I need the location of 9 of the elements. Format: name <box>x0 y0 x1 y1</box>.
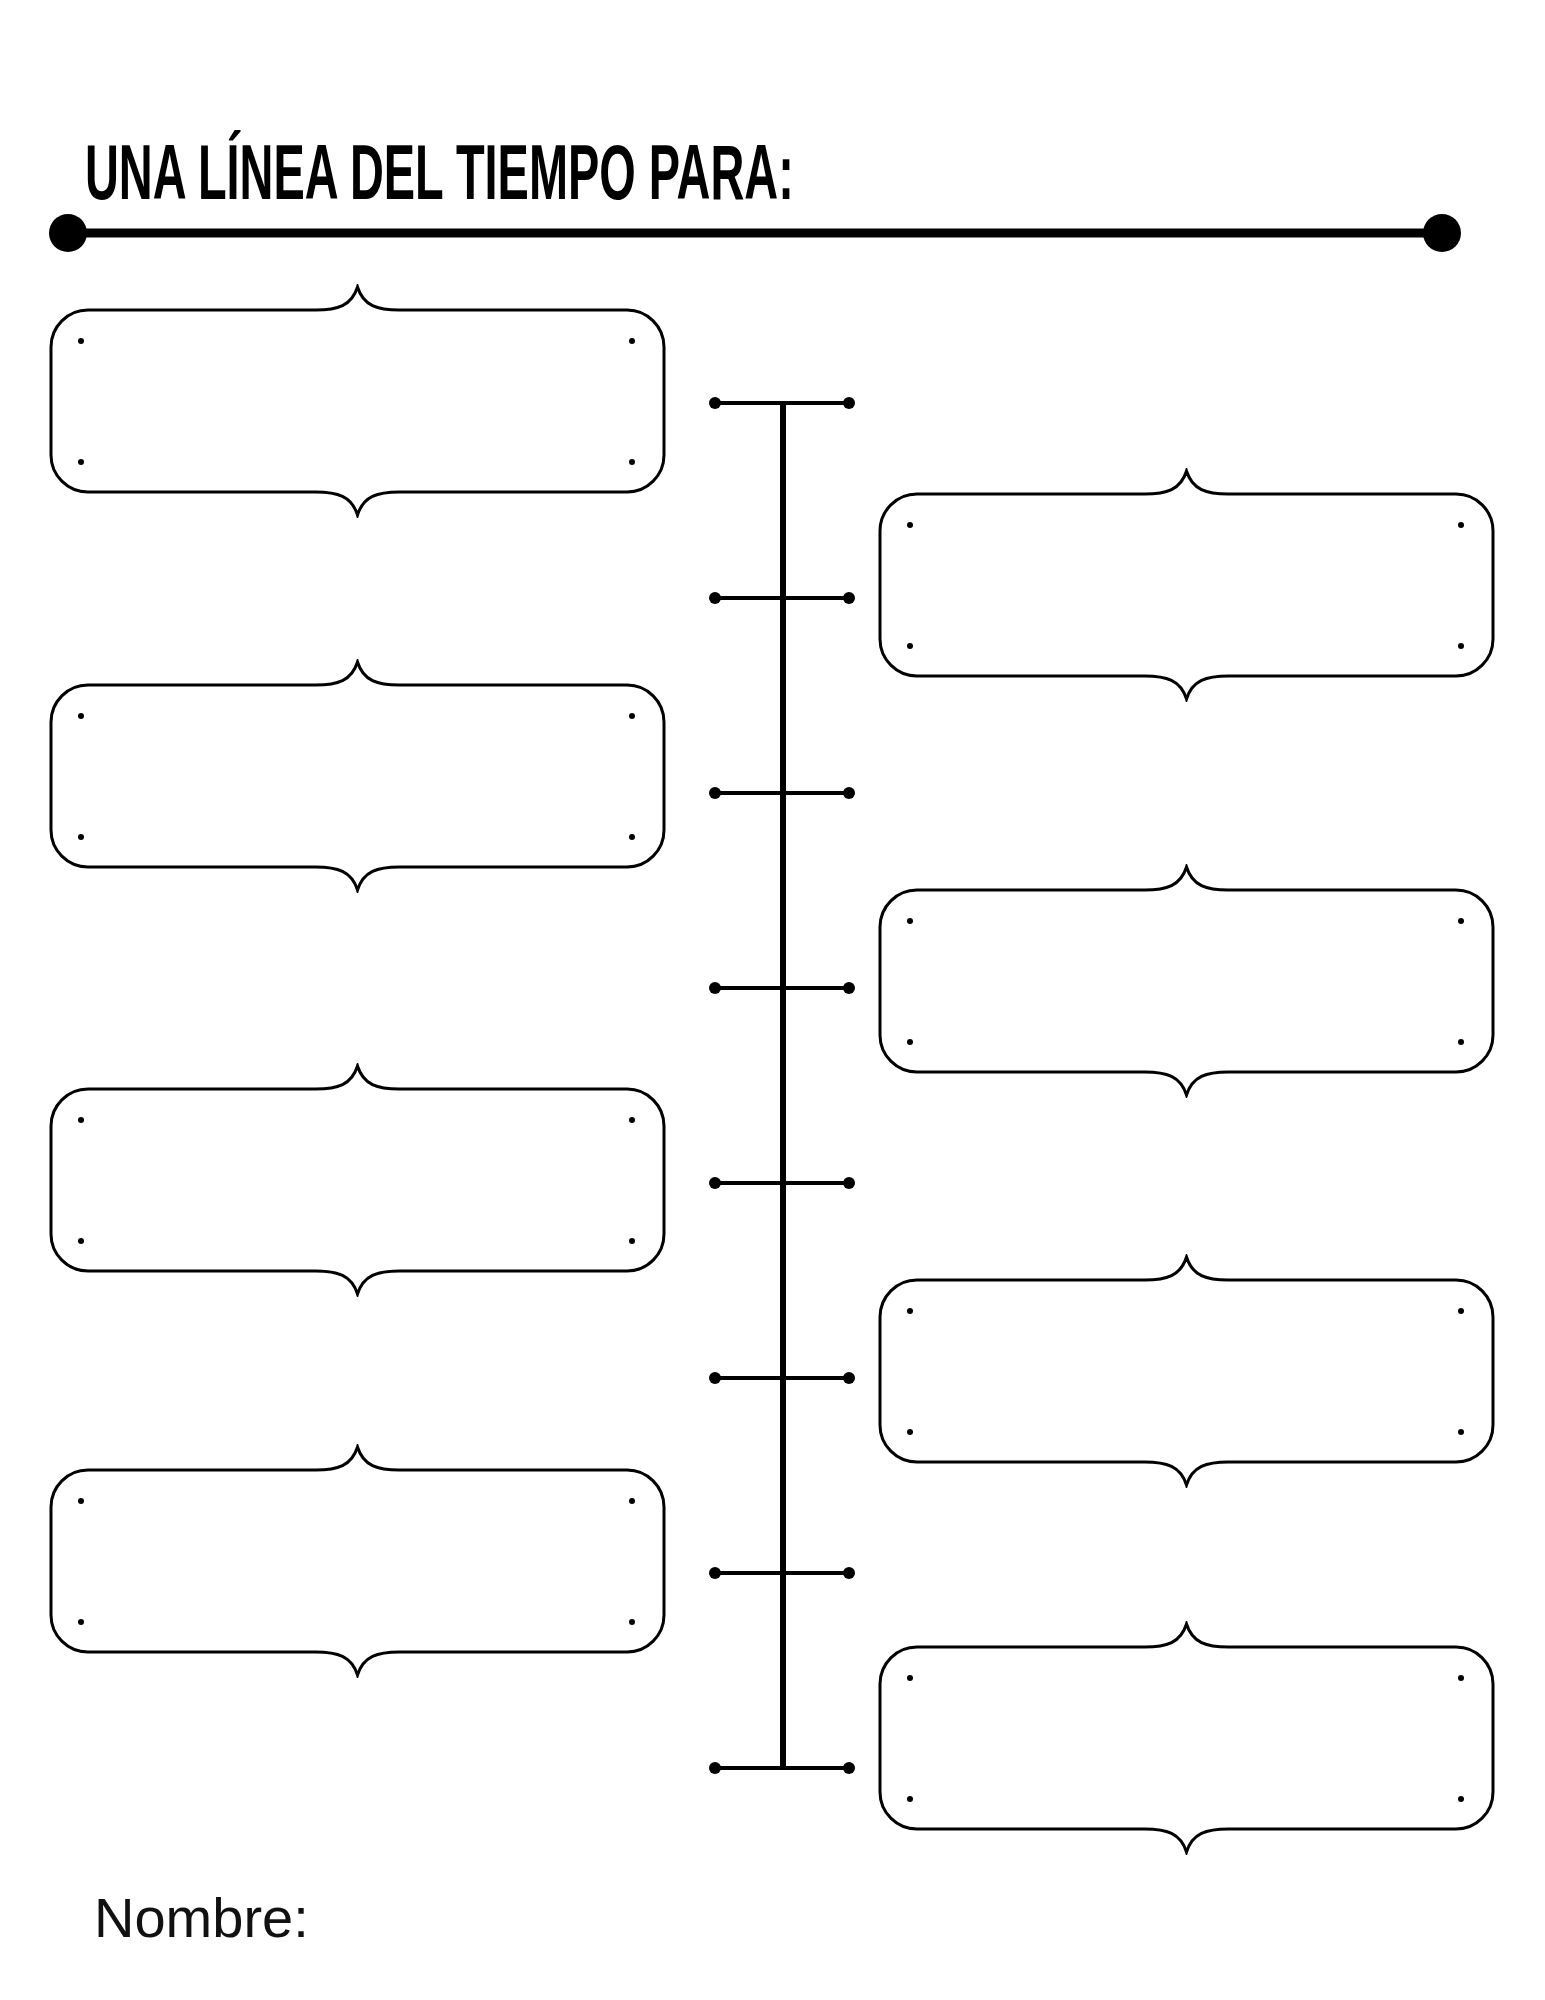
answer-box <box>878 1254 1495 1488</box>
name-label: Nombre: <box>94 1890 309 1946</box>
answer-box <box>878 864 1495 1098</box>
answer-box <box>878 1621 1495 1855</box>
answer-box <box>49 284 666 518</box>
answer-box <box>49 1063 666 1297</box>
answer-box <box>49 659 666 893</box>
answer-box <box>49 1444 666 1678</box>
answer-box <box>878 468 1495 702</box>
